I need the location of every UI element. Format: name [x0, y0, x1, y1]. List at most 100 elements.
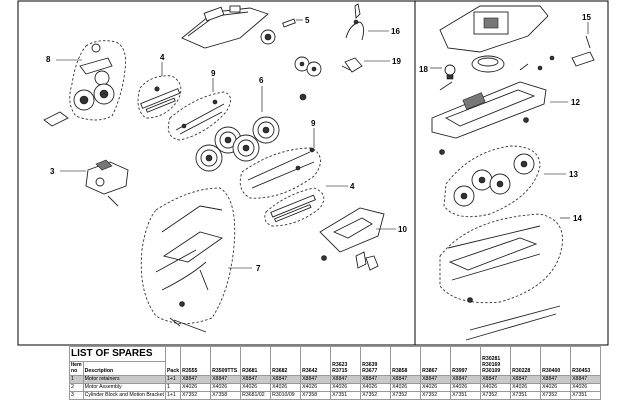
callout-5: 5: [305, 16, 310, 25]
group-outline-8: [69, 40, 127, 121]
group-outline-13: [443, 145, 541, 218]
spares-cell-code: X4026: [300, 382, 332, 392]
col-code-8: R3867: [420, 346, 452, 376]
spares-cell-code: X7351: [450, 390, 482, 400]
callout-13: 13: [569, 170, 578, 179]
callout-3: 3: [50, 167, 55, 176]
frame-part-7: [155, 205, 224, 307]
spares-cell-code: R3010/09: [270, 390, 302, 400]
spares-cell-code: X4026: [330, 382, 362, 392]
callout-6: 6: [259, 76, 264, 85]
spares-cell-code: X8847: [510, 374, 542, 384]
spares-cell-no: 3: [69, 390, 84, 400]
spares-cell-code: X8847: [420, 374, 452, 384]
cylinder-block-part-3: [85, 159, 129, 207]
spares-cell-code: X7352: [360, 390, 392, 400]
col-code-3: R3682: [270, 346, 302, 376]
spares-cell-code: X8847: [180, 374, 212, 384]
col-code-11: R30228: [510, 346, 542, 376]
pin-part-5: [282, 18, 296, 28]
spares-title: LIST OF SPARES: [69, 346, 166, 362]
left-panel-border: [17, 0, 416, 346]
spares-cell-code: X8847: [360, 374, 392, 384]
callout-9-upper: 9: [211, 69, 216, 78]
callout-14: 14: [573, 214, 582, 223]
callout-7: 7: [256, 264, 261, 273]
chassis-part-10: [319, 207, 385, 271]
spanner-part-7: [169, 317, 207, 333]
coupling-rod-part-4a: [140, 86, 181, 113]
spares-cell-pack: 1+1: [164, 374, 182, 384]
col-code-13: R30453: [570, 346, 602, 376]
callout-4-lower: 4: [350, 182, 355, 191]
spares-cell-code: X4026: [240, 382, 272, 392]
spares-cell-pack: 1+1: [164, 390, 182, 400]
spares-cell-no: 2: [69, 382, 84, 392]
callout-16: 16: [391, 27, 400, 36]
spares-cell-code: X7351: [330, 390, 362, 400]
col-code-7: R3858: [390, 346, 422, 376]
spares-cell-code: X7352: [180, 390, 212, 400]
spares-cell-code: X8847: [270, 374, 302, 384]
callout-19: 19: [392, 57, 401, 66]
spares-cell-desc: Cylinder Block and Motion Bracket: [82, 390, 166, 400]
spares-cell-code: X7358: [300, 390, 332, 400]
spares-cell-code: X4026: [450, 382, 482, 392]
spares-cell-code: X8847: [330, 374, 362, 384]
col-no-label: no: [71, 368, 78, 375]
group-outline-9b: [239, 147, 321, 199]
spares-cell-code: R3681/02: [240, 390, 272, 400]
spares-cell-code: X4026: [180, 382, 212, 392]
motor-gear-part: [260, 29, 276, 45]
callout-12: 12: [571, 98, 580, 107]
axle-part-9b: [247, 147, 315, 189]
col-code-0: R3555: [180, 346, 212, 376]
tender-wheels-part-13: [453, 153, 535, 207]
tender-chassis-part-12: [431, 81, 547, 155]
coupling-part-19: [341, 57, 363, 73]
coupling-rod-part-4b: [270, 194, 316, 223]
spares-title-row: LIST OF SPARES Pack R3555 R3509TTS R3681…: [69, 346, 602, 376]
col-code-1: R3509TTS: [210, 346, 242, 376]
spares-cell-code: X4026: [570, 382, 602, 392]
spares-cell-code: X4026: [390, 382, 422, 392]
spares-cell-code: X8847: [390, 374, 422, 384]
spares-cell-no: 1: [69, 374, 84, 384]
spares-cell-code: X8847: [480, 374, 512, 384]
group-outline-7: [140, 187, 236, 324]
col-code-12: R30400: [540, 346, 572, 376]
col-item-label: Item: [71, 362, 82, 368]
spares-cell-code: X4026: [540, 382, 572, 392]
spares-cell-code: X4026: [270, 382, 302, 392]
gear-wheel-pair: [294, 56, 322, 101]
callout-18: 18: [419, 65, 428, 74]
spares-cell-desc: Motor Assembly: [82, 382, 166, 392]
callout-15: 15: [582, 13, 591, 22]
axle-part-9a: [175, 99, 225, 135]
driving-wheels-part-6: [195, 116, 280, 172]
col-desc-header: Description: [82, 361, 166, 376]
callout-10: 10: [398, 225, 407, 234]
spares-table: LIST OF SPARES Pack R3555 R3509TTS R3681…: [69, 346, 602, 400]
spares-cell-code: X8847: [210, 374, 242, 384]
col-code-4: R3642: [300, 346, 332, 376]
spares-cell-code: X7352: [540, 390, 572, 400]
spares-cell-code: X7352: [420, 390, 452, 400]
spares-cell-code: X4026: [420, 382, 452, 392]
bogie-part-8: [43, 43, 115, 127]
spares-cell-code: X7352: [390, 390, 422, 400]
spares-cell-code: X4026: [480, 382, 512, 392]
tender-frame-part-14: [447, 225, 561, 341]
bulb-part-18: [439, 64, 456, 91]
spares-cell-code: X8847: [450, 374, 482, 384]
spares-cell-code: X8847: [540, 374, 572, 384]
spares-cell-code: X8847: [300, 374, 332, 384]
